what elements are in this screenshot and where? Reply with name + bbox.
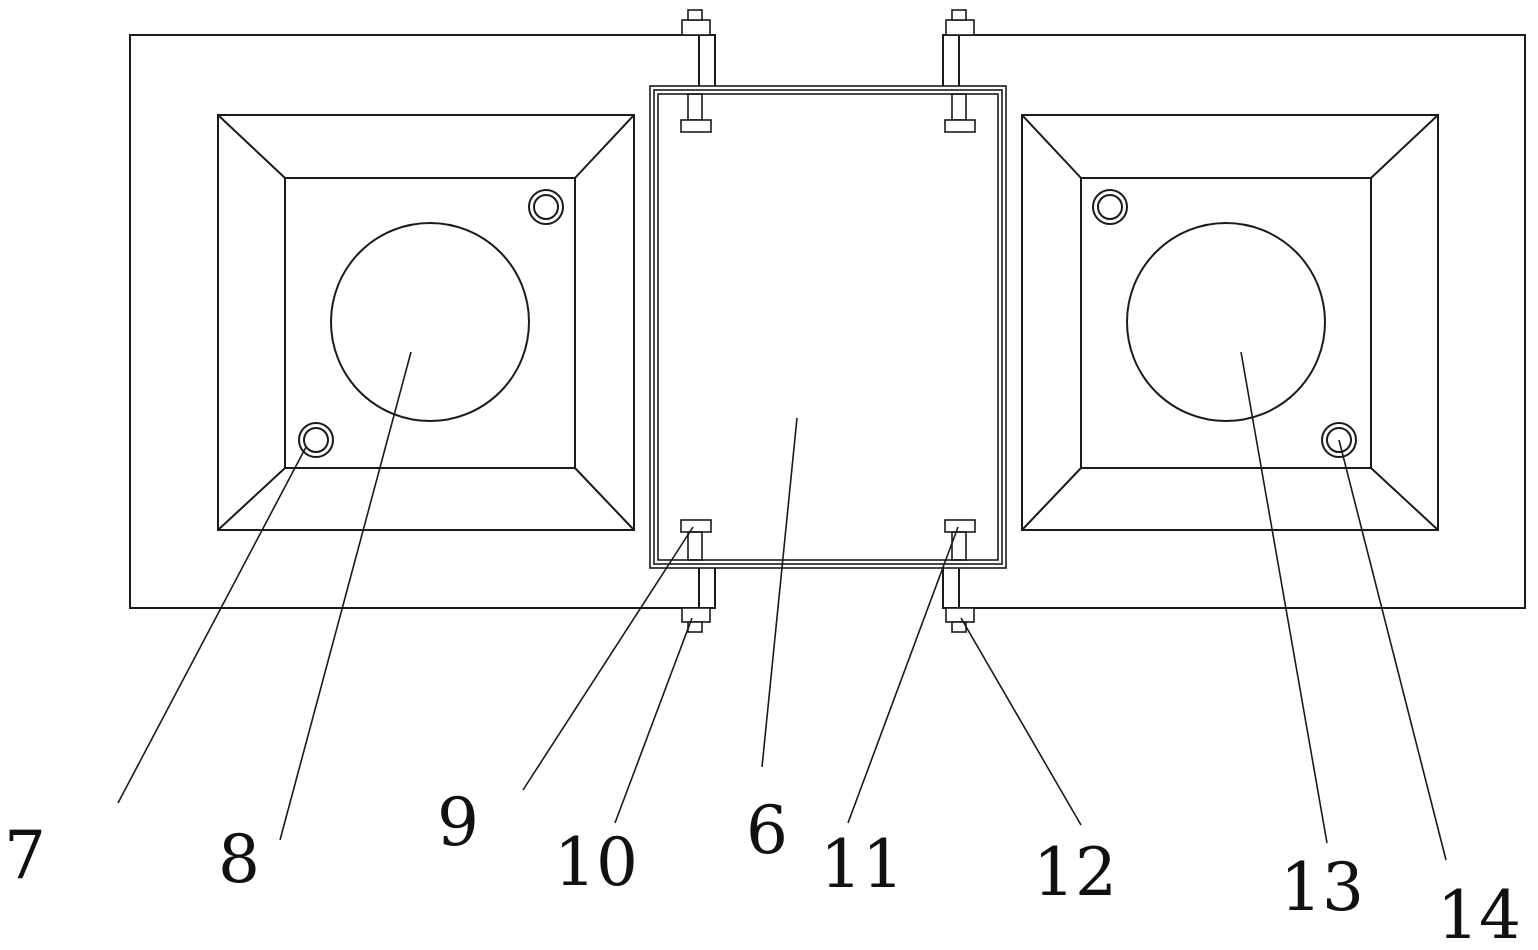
leader-10: [615, 618, 692, 823]
right-screw-hole-top: [1093, 190, 1127, 224]
left-screw-hole-top: [529, 190, 563, 224]
left-lens-opening: [331, 223, 529, 421]
leader-9: [523, 527, 693, 790]
label-14: 14: [1437, 877, 1521, 950]
label-11: 11: [820, 826, 904, 903]
label-13: 13: [1280, 849, 1364, 926]
leader-13: [1241, 352, 1327, 843]
left-mounting-frame: [218, 115, 634, 530]
leader-11: [848, 527, 958, 823]
leader-7: [118, 447, 306, 803]
label-7: 7: [4, 817, 46, 894]
leader-12: [961, 618, 1081, 825]
label-12: 12: [1033, 834, 1117, 911]
leader-8: [280, 352, 411, 840]
label-10: 10: [554, 824, 638, 901]
center-panel: [650, 86, 1006, 568]
right-mounting-frame: [1022, 115, 1438, 530]
leader-14: [1339, 440, 1446, 860]
label-6: 6: [746, 792, 788, 869]
label-8: 8: [218, 821, 260, 898]
label-9: 9: [437, 784, 479, 861]
right-lens-opening: [1127, 223, 1325, 421]
